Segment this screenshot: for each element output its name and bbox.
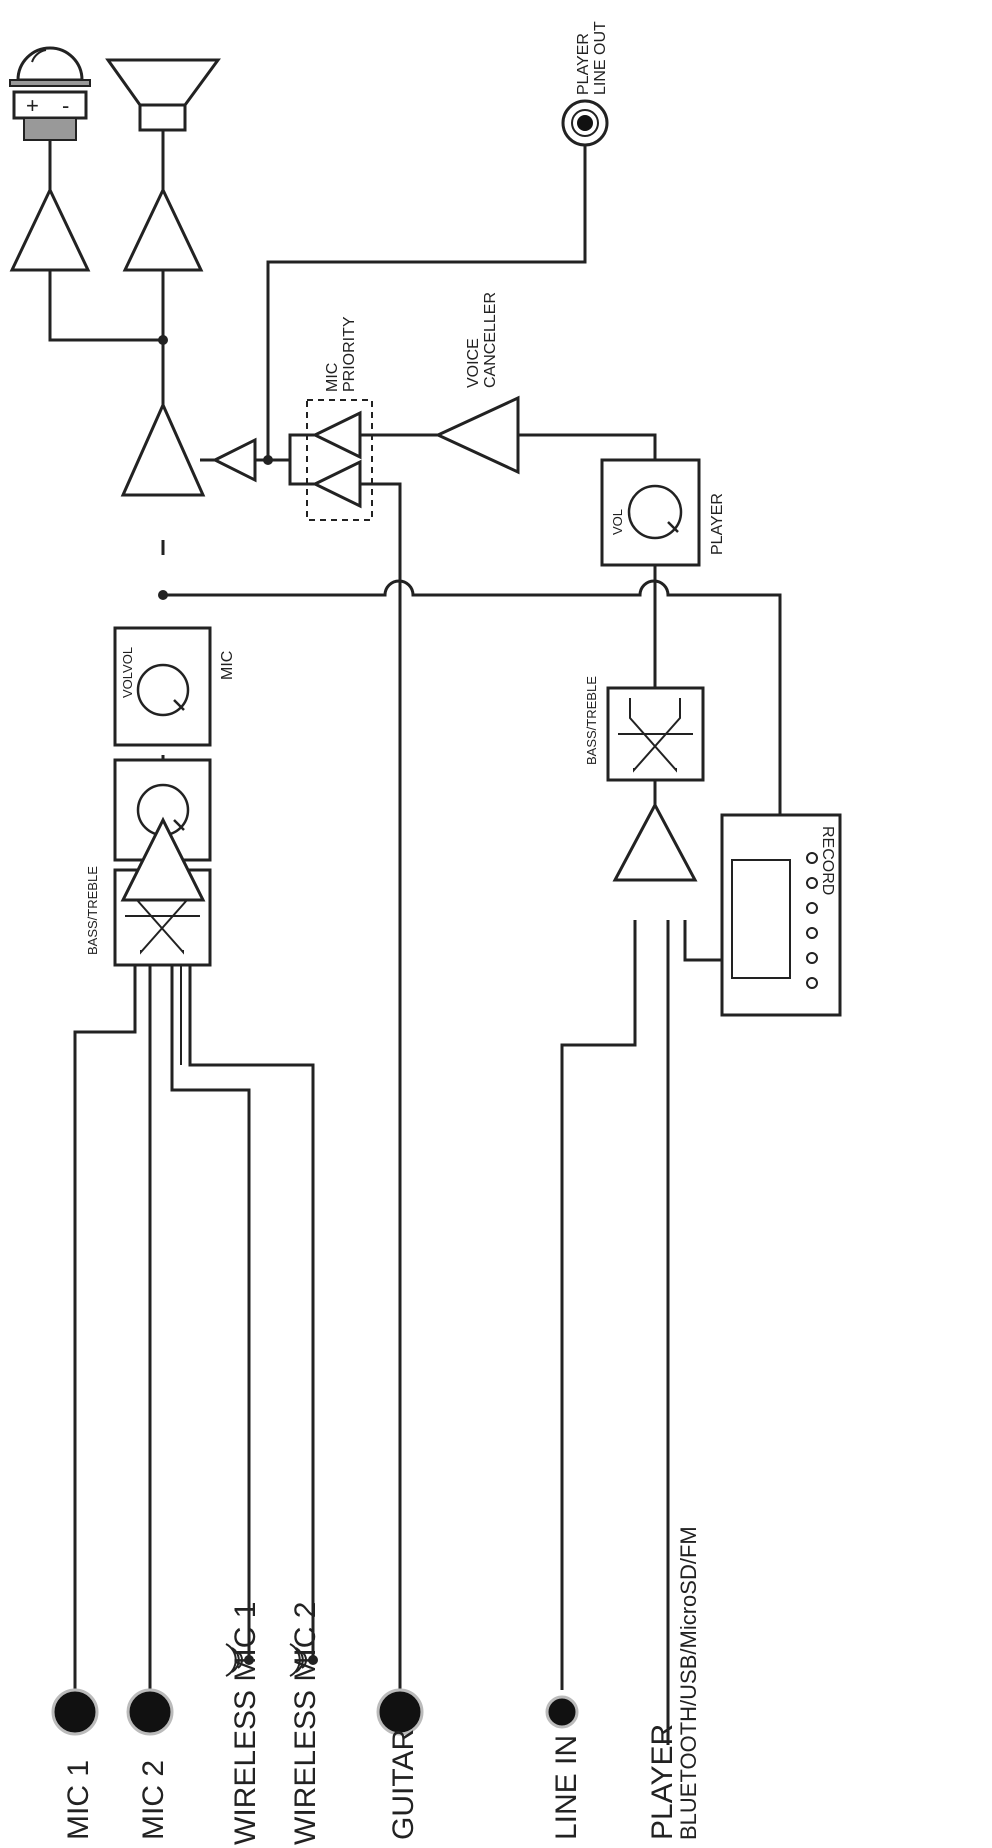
guitar-label-wrap: GUITAR: [387, 1729, 420, 1840]
line-out-label-line1: PLAYER: [575, 33, 592, 95]
amplifier-icon: [122, 186, 204, 272]
record-label: RECORD: [819, 826, 836, 895]
mixer-amplifier-icon: [120, 401, 206, 497]
mic2-label: MIC 2: [137, 1760, 170, 1840]
mic-label: MIC: [219, 651, 236, 680]
mic1-jack-icon: [51, 1688, 99, 1736]
battery-minus: -: [62, 93, 69, 118]
voice-canceller-line1: VOICE: [465, 338, 482, 388]
player-amplifier-icon: [612, 801, 698, 882]
player-input-label: PLAYER: [646, 1724, 679, 1840]
line-in-label-wrap: LINE IN: [550, 1735, 583, 1840]
line-out-label: PLAYER LINE OUT: [575, 21, 609, 95]
voice-canceller-line2: CANCELLER: [482, 292, 499, 388]
player-bass-treble-label: BASS/TREBLE: [584, 676, 599, 765]
wireless-mic1-label-wrap: WIRELESS MIC 1: [229, 1602, 262, 1845]
led-lamp-icon: + -: [9, 46, 91, 141]
player-bass-treble-label-wrap: BASS/TREBLE: [584, 676, 599, 765]
recorder-screen: [731, 859, 791, 979]
wireless-mic2-label: WIRELESS MIC 2: [289, 1602, 322, 1845]
recorder-buttons: [806, 852, 818, 989]
wireless-icon: [289, 1643, 307, 1677]
record-label-wrap: RECORD: [819, 826, 836, 895]
junction-dots: [158, 335, 318, 1665]
amplifier-icon: [311, 459, 362, 509]
amplifier-icon: [311, 410, 362, 460]
player-label: PLAYER: [709, 493, 726, 555]
mic-amplifier-icon: [120, 816, 206, 902]
mic2-jack-icon: [126, 1688, 174, 1736]
player-input-label-wrap: PLAYER BLUETOOTH/USB/MicroSD/FM: [646, 1526, 701, 1840]
mic-label-wrap: MIC: [219, 651, 236, 680]
amplifier-icon: [211, 437, 257, 483]
mic-vol-label-wrap: VOLVOL: [120, 647, 135, 698]
knob-icon: [627, 484, 683, 540]
knob-icon: [136, 663, 190, 717]
voice-canceller-label: VOICE CANCELLER: [465, 292, 499, 388]
mic1-label: MIC 1: [62, 1760, 95, 1840]
player-label-wrap: PLAYER: [709, 493, 726, 555]
mic-bass-treble-label: BASS/TREBLE: [85, 866, 100, 955]
guitar-label: GUITAR: [387, 1729, 420, 1840]
line-in-label: LINE IN: [550, 1735, 583, 1840]
mic-vol-label: VOLVOL: [120, 647, 135, 698]
line-out-jack-icon: [561, 99, 609, 147]
mic-priority-box: [306, 399, 373, 521]
wireless-icon: [225, 1643, 243, 1677]
wireless-mic2-label-wrap: WIRELESS MIC 2: [289, 1602, 322, 1845]
player-vol-label-wrap: VOL: [610, 509, 625, 535]
mic-priority-line2: PRIORITY: [341, 316, 358, 392]
player-sources-label: BLUETOOTH/USB/MicroSD/FM: [676, 1526, 701, 1840]
wireless-mic1-label: WIRELESS MIC 1: [229, 1602, 262, 1845]
player-vol-label: VOL: [610, 509, 625, 535]
speaker-icon: [105, 58, 221, 132]
eq-icon: [618, 698, 693, 773]
mic1-label-wrap: MIC 1: [62, 1760, 95, 1840]
mic-bass-treble-label-wrap: BASS/TREBLE: [85, 866, 100, 955]
guitar-jack-icon: [376, 1688, 424, 1736]
mic2-label-wrap: MIC 2: [137, 1760, 170, 1840]
battery-plus: +: [26, 93, 39, 118]
voice-canceller-amplifier-icon: [434, 395, 520, 475]
line-in-jack-icon: [545, 1695, 579, 1729]
mic-priority-line1: MIC: [324, 363, 341, 392]
line-out-label-line2: LINE OUT: [592, 21, 609, 95]
mic-priority-label: MIC PRIORITY: [324, 316, 358, 392]
amplifier-icon: [9, 186, 91, 272]
